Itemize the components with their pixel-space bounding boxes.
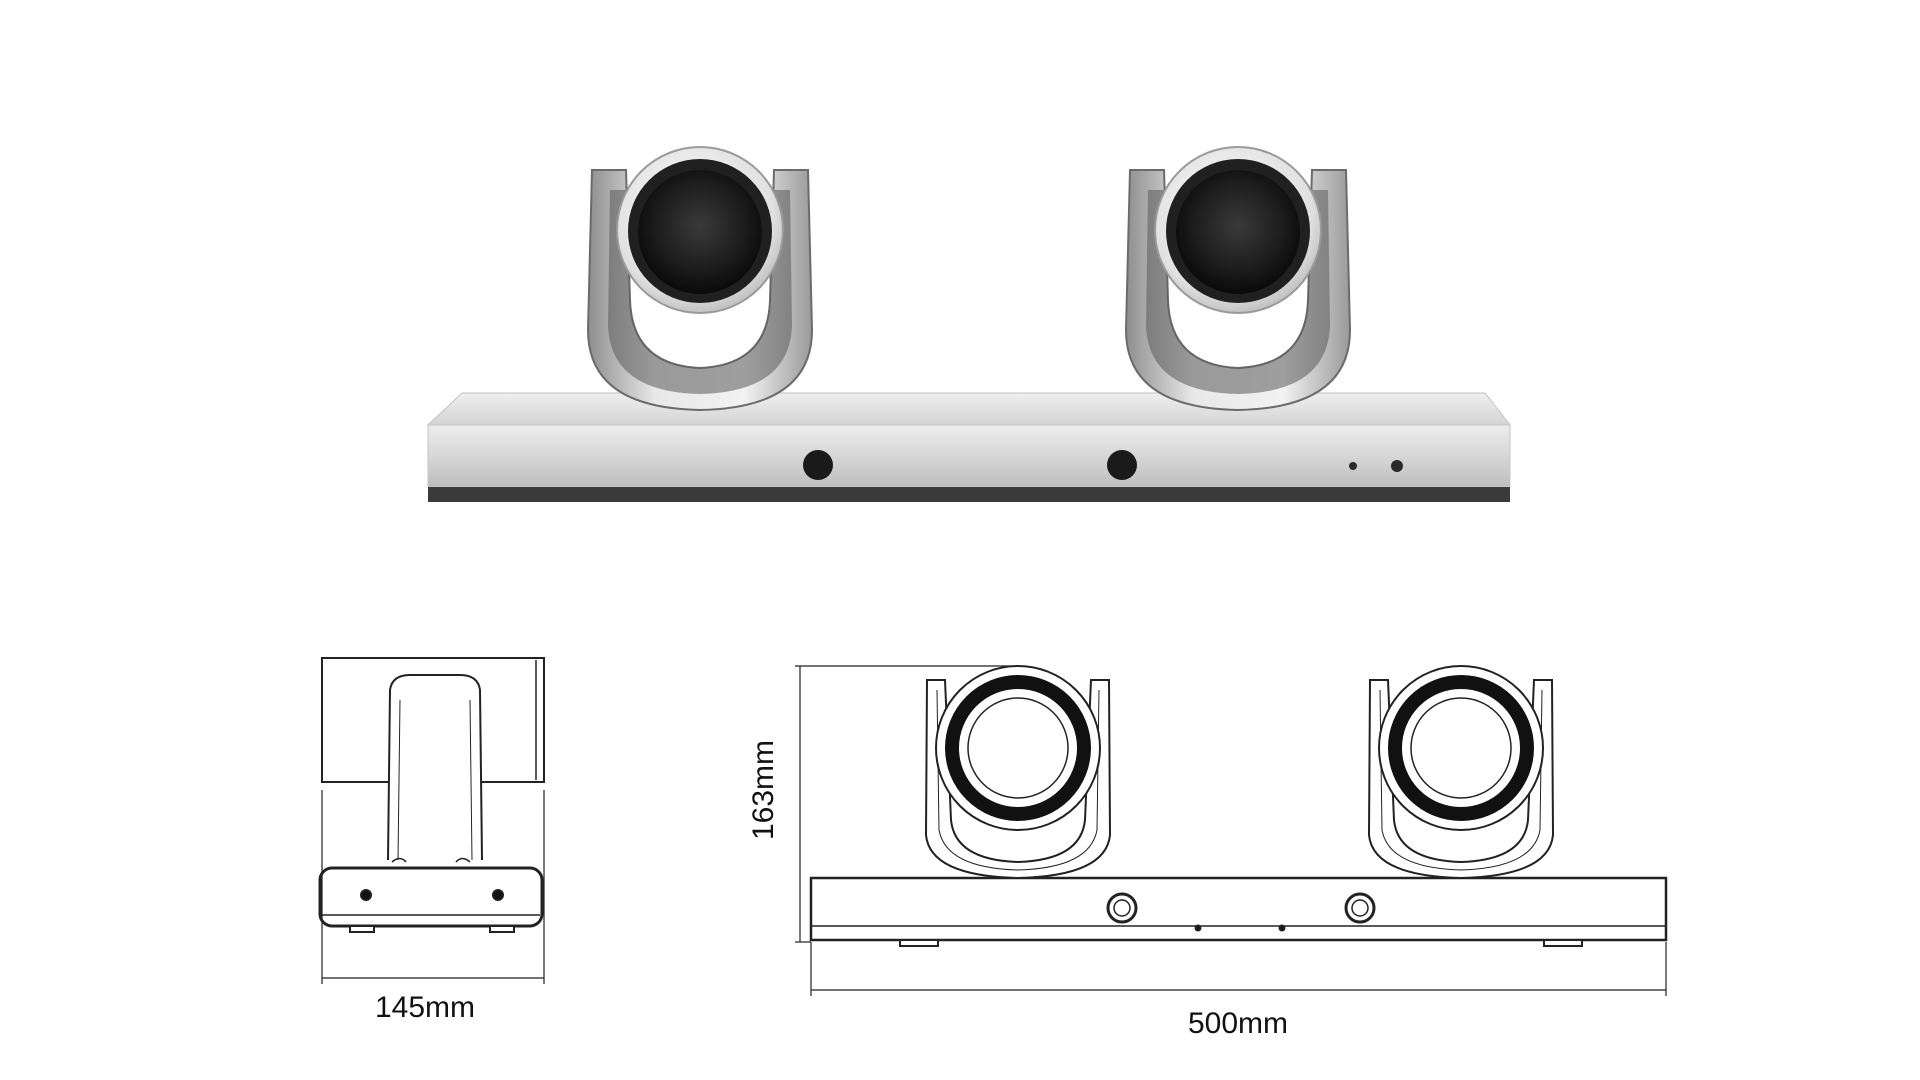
front-camera-right-outline — [1367, 665, 1555, 880]
height-dimension-line — [795, 665, 1010, 943]
side-base-outline — [318, 866, 544, 928]
product-render — [426, 146, 1512, 502]
front-port-right — [1344, 892, 1376, 924]
side-screw-left — [360, 889, 372, 901]
side-camera-arm-outline — [387, 674, 483, 861]
base-port-left — [803, 450, 833, 480]
indicator-light-1 — [1349, 462, 1357, 470]
side-screw-right — [492, 889, 504, 901]
base-port-right — [1107, 450, 1137, 480]
indicator-light-2 — [1391, 460, 1403, 472]
front-base-outline — [809, 876, 1668, 942]
front-view-drawing — [795, 665, 1668, 996]
camera-base — [426, 392, 1512, 502]
base-bottom-strip — [428, 487, 1510, 502]
height-dimension-label: 163mm — [747, 740, 780, 840]
depth-dimension-line — [321, 790, 545, 984]
width-dimension-label: 500mm — [1188, 1007, 1288, 1040]
camera-left — [586, 146, 814, 412]
camera-right — [1124, 146, 1352, 412]
front-port-left — [1106, 892, 1138, 924]
depth-dimension-label: 145mm — [375, 991, 475, 1024]
camera-lens — [1176, 170, 1300, 294]
side-view-drawing — [318, 657, 545, 984]
width-dimension-line — [810, 942, 1667, 996]
camera-lens — [638, 170, 762, 294]
front-camera-left-outline — [924, 665, 1112, 880]
